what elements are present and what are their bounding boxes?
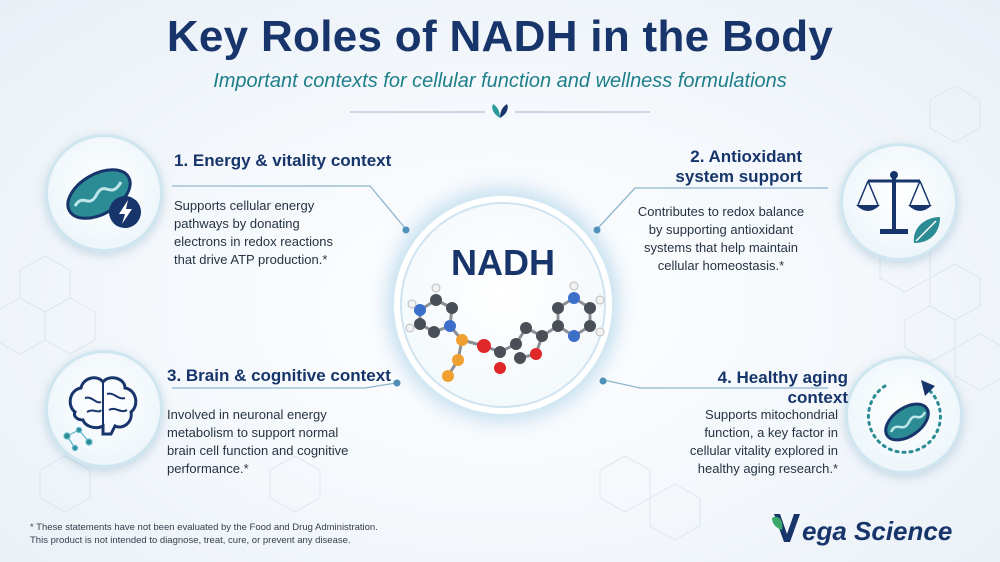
balance-scale-leaf-icon xyxy=(856,171,940,243)
brain-icon xyxy=(63,376,138,452)
role-2-heading: 2. Antioxidant system support xyxy=(675,147,802,186)
role-2-body: Contributes to redox balance by supporti… xyxy=(637,204,805,273)
vega-science-logo: ega Science xyxy=(772,514,952,546)
mitochondria-lightning-icon xyxy=(66,168,141,228)
role-1-heading: 1. Energy & vitality context xyxy=(174,151,392,170)
mitochondria-cycle-icon xyxy=(866,380,942,454)
role-3-heading: 3. Brain & cognitive context xyxy=(167,366,391,385)
aging-icon-badge xyxy=(845,356,963,474)
role-1-body: Supports cellular energy pathways by don… xyxy=(174,198,333,267)
role-3-body: Involved in neuronal energy metabolism t… xyxy=(167,407,349,476)
page-title: Key Roles of NADH in the Body xyxy=(166,12,834,61)
role-4-heading: 4. Healthy aging context xyxy=(717,368,848,407)
page-subtitle: Important contexts for cellular function… xyxy=(213,70,787,92)
energy-icon-badge xyxy=(45,134,163,252)
leaf-divider-icon xyxy=(350,104,650,118)
disclaimer-footnote: * These statements have not been evaluat… xyxy=(30,522,378,546)
role-4-body: Supports mitochondrial function, a key f… xyxy=(689,407,838,476)
antioxidant-icon-badge xyxy=(840,143,958,261)
brain-icon-badge xyxy=(45,350,163,468)
nadh-label: NADH xyxy=(451,242,555,283)
molecule-model-icon xyxy=(405,281,605,382)
svg-text:ega Science: ega Science xyxy=(802,516,952,546)
